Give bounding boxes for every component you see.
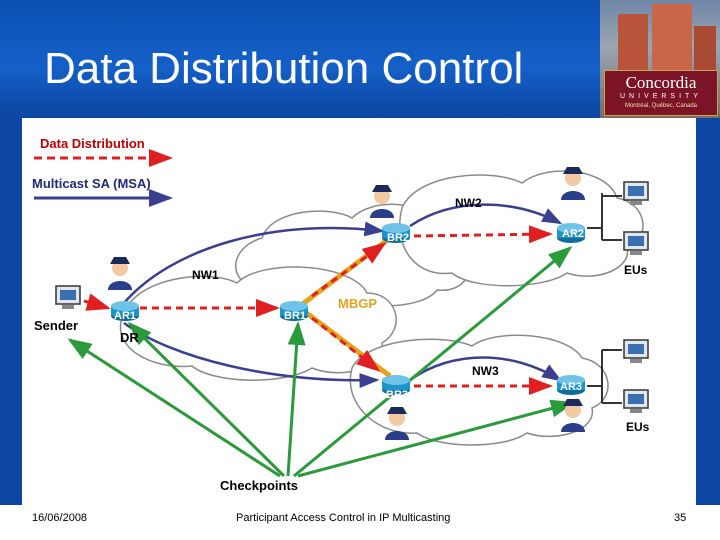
logo-building bbox=[618, 14, 648, 74]
slide-title: Data Distribution Control bbox=[44, 44, 524, 93]
router-ar1 bbox=[111, 301, 139, 321]
network-label-nw2: NW2 bbox=[455, 196, 482, 210]
checkpoint-to-br1 bbox=[286, 321, 306, 477]
checkpoint-to-ar2 bbox=[293, 246, 573, 478]
router-br3 bbox=[382, 375, 410, 395]
footer-title: Participant Access Control in IP Multica… bbox=[236, 512, 451, 524]
msa-path-br3-ar3 bbox=[409, 356, 563, 382]
checkpoint-to-ar1 bbox=[127, 321, 286, 478]
router-label-br3: BR3 bbox=[386, 389, 409, 401]
officer-icon-ar1 bbox=[108, 257, 132, 290]
data-sender-ar1 bbox=[83, 293, 111, 311]
checkpoint-to-sender bbox=[67, 338, 281, 478]
sender-label: Sender bbox=[34, 318, 79, 333]
logo-name: Concordia bbox=[625, 73, 697, 92]
router-label-ar1: AR1 bbox=[114, 310, 137, 322]
computer-icon-eu-4 bbox=[623, 389, 649, 413]
eus-label-top: EUs bbox=[624, 263, 648, 277]
computer-icon-eu-3 bbox=[623, 339, 649, 363]
data-br1-br3 bbox=[311, 316, 381, 372]
logo-city: Montréal, Québec, Canada bbox=[624, 103, 698, 109]
legend-data-distribution: Data Distribution bbox=[40, 136, 145, 151]
officer-icon-br3 bbox=[385, 407, 409, 440]
officer-icon-ar2 bbox=[561, 167, 585, 200]
checkpoints-label: Checkpoints bbox=[220, 478, 299, 493]
msa-path-to-br2 bbox=[123, 221, 385, 304]
computer-icon-eu-1 bbox=[623, 181, 649, 205]
router-br2 bbox=[382, 223, 410, 243]
mbgp-label: MBGP bbox=[338, 296, 377, 311]
footer-bar bbox=[0, 505, 720, 540]
cloud-nw1 bbox=[119, 266, 397, 381]
logo-building-right bbox=[694, 26, 716, 74]
logo-tower bbox=[652, 4, 692, 74]
msa-path-br2-ar2 bbox=[409, 203, 563, 228]
footer-date: 16/06/2008 bbox=[32, 512, 88, 524]
data-br2-ar2 bbox=[413, 225, 553, 244]
eus-label-bottom: EUs bbox=[626, 420, 650, 434]
logo-subtitle: UNIVERSITY bbox=[619, 93, 702, 100]
diagram-area: Data Distribution Multicast SA (MSA) NW2… bbox=[22, 118, 696, 505]
router-label-br1: BR1 bbox=[284, 310, 307, 322]
logo-band: Concordia UNIVERSITY Montréal, Québec, C… bbox=[604, 70, 718, 116]
network-label-nw1: NW1 bbox=[192, 268, 219, 282]
footer-page-number: 35 bbox=[674, 512, 687, 524]
router-label-ar3: AR3 bbox=[560, 381, 583, 393]
university-logo: Concordia UNIVERSITY Montréal, Québec, C… bbox=[600, 0, 720, 118]
router-br1 bbox=[280, 301, 308, 321]
officer-icon-ar3 bbox=[561, 399, 585, 432]
officer-icon-br2 bbox=[370, 185, 394, 218]
dr-label: DR bbox=[120, 330, 139, 345]
router-label-ar2: AR2 bbox=[562, 228, 585, 240]
computer-icon-eu-2 bbox=[623, 231, 649, 255]
computer-icon-sender bbox=[55, 285, 81, 309]
router-label-br2: BR2 bbox=[387, 232, 410, 244]
cloud-nw2 bbox=[399, 170, 644, 287]
data-br1-br2 bbox=[311, 242, 387, 298]
legend-multicast-sa: Multicast SA (MSA) bbox=[32, 176, 151, 191]
network-label-nw3: NW3 bbox=[472, 364, 499, 378]
router-ar3 bbox=[557, 375, 585, 395]
network-diagram bbox=[34, 149, 649, 478]
router-ar2 bbox=[557, 223, 585, 243]
cloud-nw3 bbox=[349, 334, 609, 446]
checkpoint-to-ar3 bbox=[297, 399, 575, 478]
